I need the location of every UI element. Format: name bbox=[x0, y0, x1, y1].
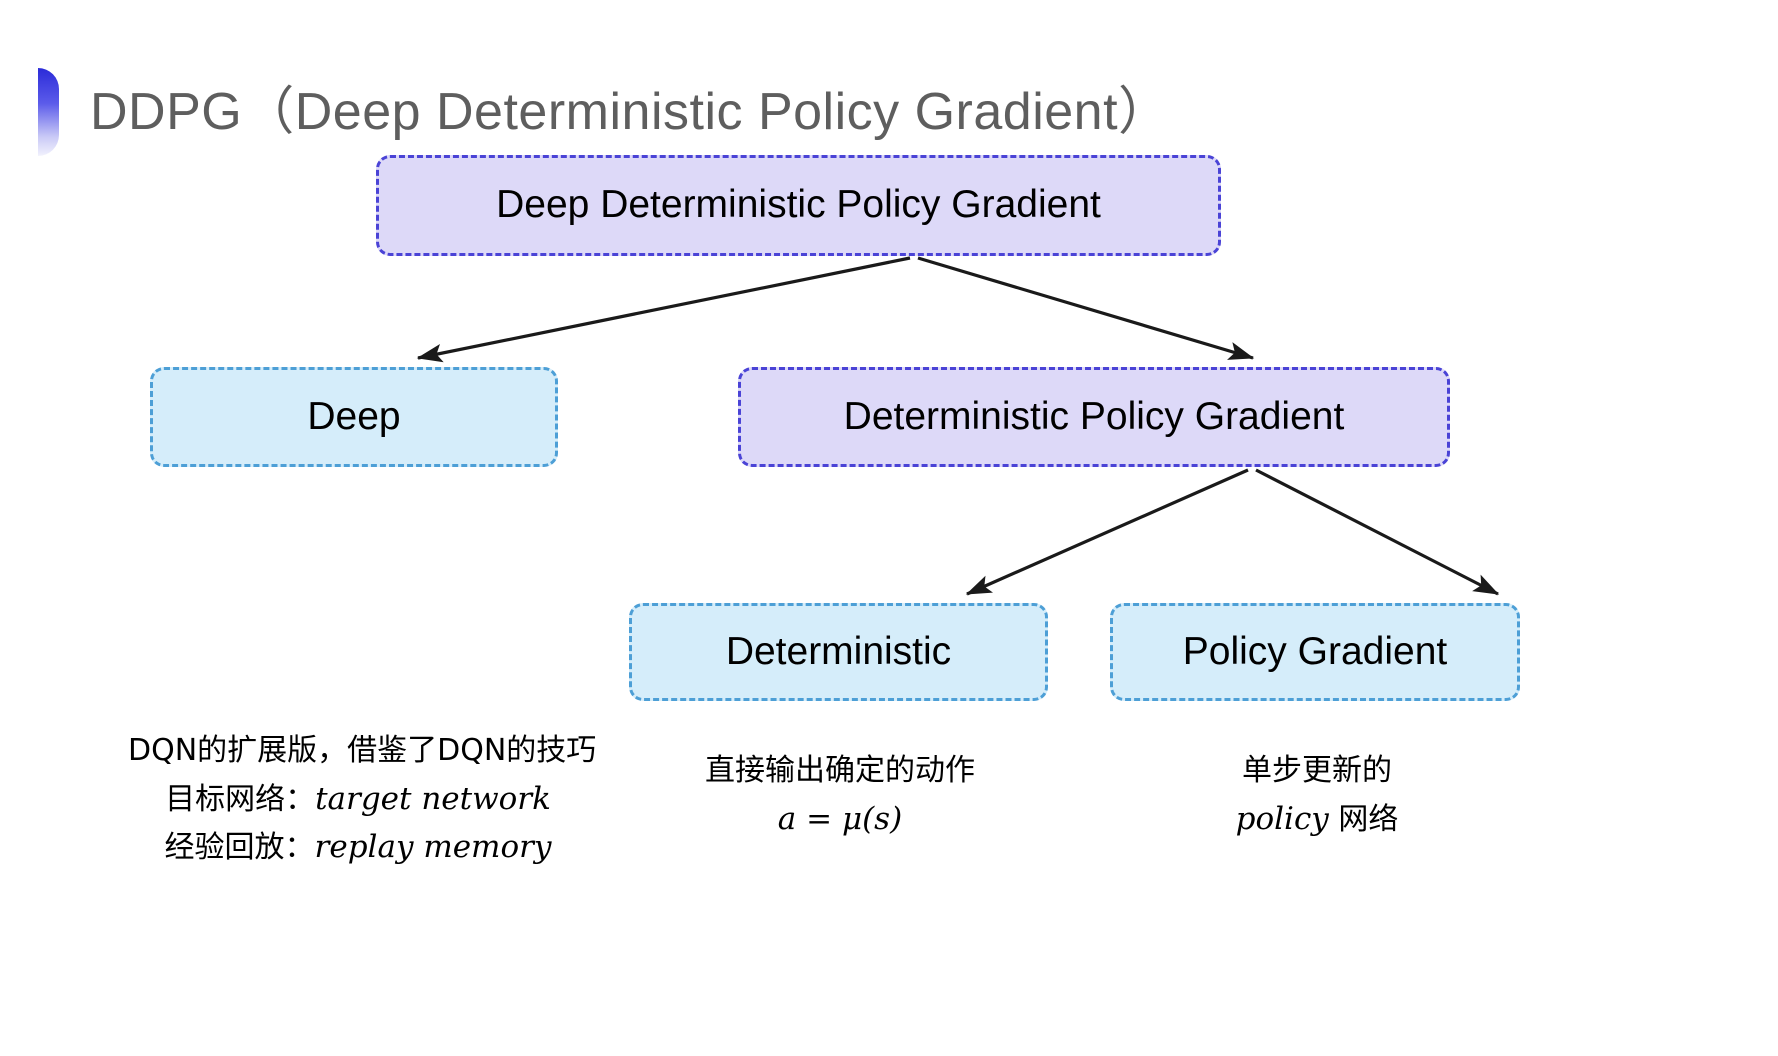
caption-deterministic: 直接输出确定的动作 a = μ(s) bbox=[640, 748, 1040, 843]
caption-deep-line-3: 经验回放：replay memory bbox=[128, 823, 588, 872]
edge-root-to-dpg bbox=[917, 256, 1255, 360]
caption-deep-line-3-term: replay memory bbox=[314, 829, 552, 865]
node-deterministic-policy-gradient[interactable]: Deterministic Policy Gradient bbox=[738, 367, 1450, 467]
caption-deep-line-2-label: 目标网络： bbox=[165, 781, 316, 817]
caption-deep-line-3-label: 经验回放： bbox=[164, 830, 315, 865]
node-deterministic[interactable]: Deterministic bbox=[629, 603, 1048, 701]
node-policy-gradient[interactable]: Policy Gradient bbox=[1110, 603, 1520, 701]
caption-deep-line-2-term: target network bbox=[315, 780, 551, 817]
caption-policy-gradient-line-2: policy 网络 bbox=[1132, 795, 1502, 844]
caption-policy-gradient-line-1: 单步更新的 bbox=[1242, 753, 1392, 788]
edge-root-to-deep bbox=[416, 256, 911, 363]
node-deep-deterministic-policy-gradient[interactable]: Deep Deterministic Policy Gradient bbox=[376, 155, 1221, 256]
caption-deep-line-2: 目标网络：target network bbox=[128, 775, 588, 824]
caption-deep: DQN的扩展版，借鉴了DQN的技巧 目标网络：target network 经验… bbox=[128, 728, 597, 872]
caption-deterministic-formula: a = μ(s) bbox=[777, 800, 903, 837]
edge-dpg-to-deterministic bbox=[965, 468, 1249, 596]
caption-policy-gradient-term: policy bbox=[1235, 800, 1329, 837]
caption-deterministic-line-1: 直接输出确定的动作 bbox=[705, 753, 975, 788]
edge-dpg-to-policy-gradient bbox=[1255, 468, 1500, 596]
half-circle-gradient-icon bbox=[38, 68, 59, 156]
caption-policy-gradient-suffix: 网络 bbox=[1328, 801, 1399, 837]
node-deep[interactable]: Deep bbox=[150, 367, 558, 467]
caption-policy-gradient: 单步更新的 policy 网络 bbox=[1132, 748, 1502, 843]
caption-deep-line-1: DQN的扩展版，借鉴了DQN的技巧 bbox=[128, 733, 597, 768]
slide-title-bar: DDPG（Deep Deterministic Policy Gradient） bbox=[0, 62, 1171, 162]
page-title: DDPG（Deep Deterministic Policy Gradient） bbox=[90, 83, 1171, 141]
